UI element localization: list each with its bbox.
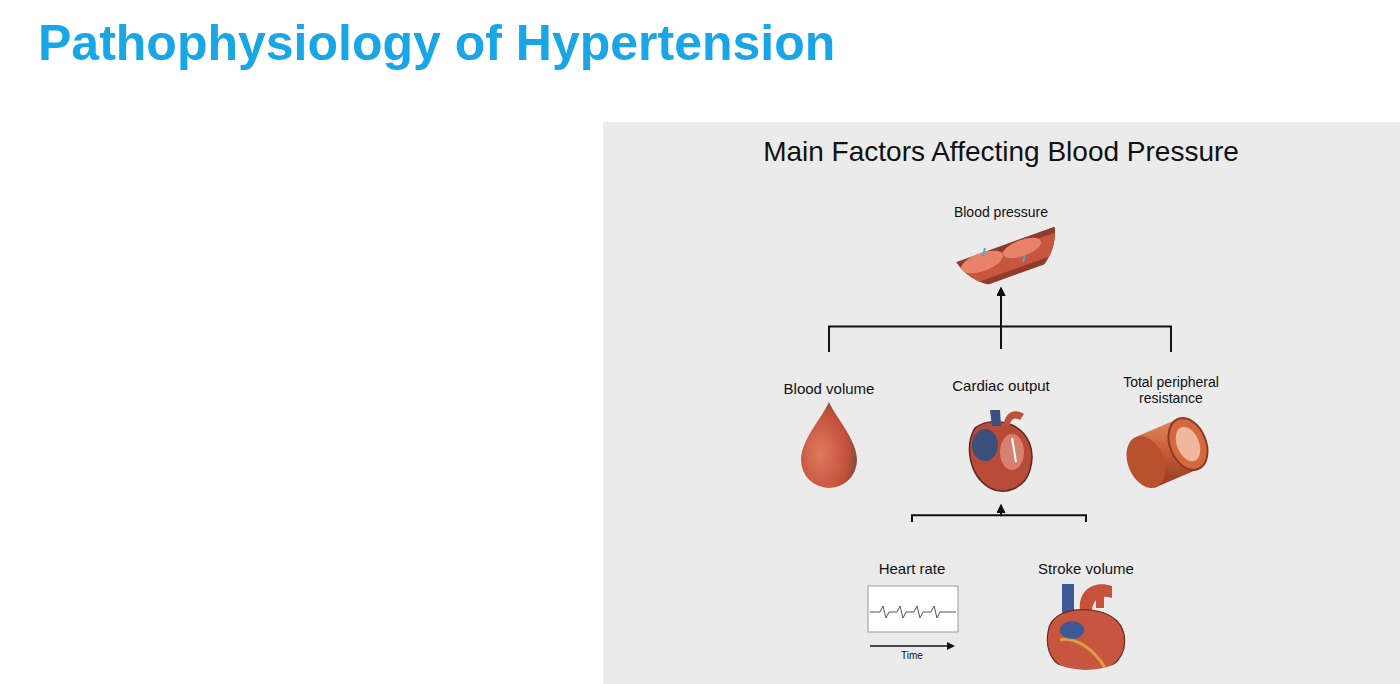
circle-outline <box>754 352 904 502</box>
heart-illustration <box>970 410 1032 491</box>
heart-illustration <box>1047 584 1124 674</box>
page-title: Pathophysiology of Hypertension <box>38 14 835 72</box>
circle-outline <box>925 351 1078 504</box>
circle-outline <box>1098 354 1245 501</box>
circle-outline <box>756 354 903 501</box>
ecg-trace <box>868 586 958 650</box>
tree-connector <box>1001 288 1171 352</box>
node-label: Heart rate <box>852 560 972 577</box>
node-label: Blood pressure <box>951 204 1051 220</box>
subfactor-circle: Stroke volume <box>1011 522 1161 672</box>
circle-outline <box>945 176 1057 288</box>
node-label: Stroke volume <box>1026 560 1146 577</box>
circle-outline <box>837 522 987 672</box>
figure-title: Main Factors Affecting Blood Pressure <box>701 136 1301 168</box>
factor-circle: Total peripheral resistance <box>1096 352 1246 502</box>
node-label: Blood volume <box>769 380 889 397</box>
circle-outline <box>1011 522 1161 672</box>
vessel-illustration <box>940 224 1062 302</box>
circle-outline <box>947 178 1056 287</box>
pressure-circle: Blood pressure <box>945 176 1057 288</box>
node-label: Total peripheral resistance <box>1115 374 1227 406</box>
factor-circle: Cardiac output <box>923 349 1079 505</box>
tree-connector <box>1001 505 1086 522</box>
axis-label: Time <box>852 650 972 662</box>
circle-outline <box>839 524 986 671</box>
factor-circle: Blood volume <box>754 352 904 502</box>
blood-drop <box>801 402 857 488</box>
node-label: Cardiac output <box>941 377 1061 394</box>
subfactor-circle: Heart rateTime <box>837 522 987 672</box>
tree-connector <box>829 288 1001 352</box>
circle-outline <box>923 349 1079 505</box>
circle-outline <box>1013 524 1160 671</box>
vessel-tube <box>1119 412 1215 494</box>
tree-connector <box>912 505 1001 522</box>
